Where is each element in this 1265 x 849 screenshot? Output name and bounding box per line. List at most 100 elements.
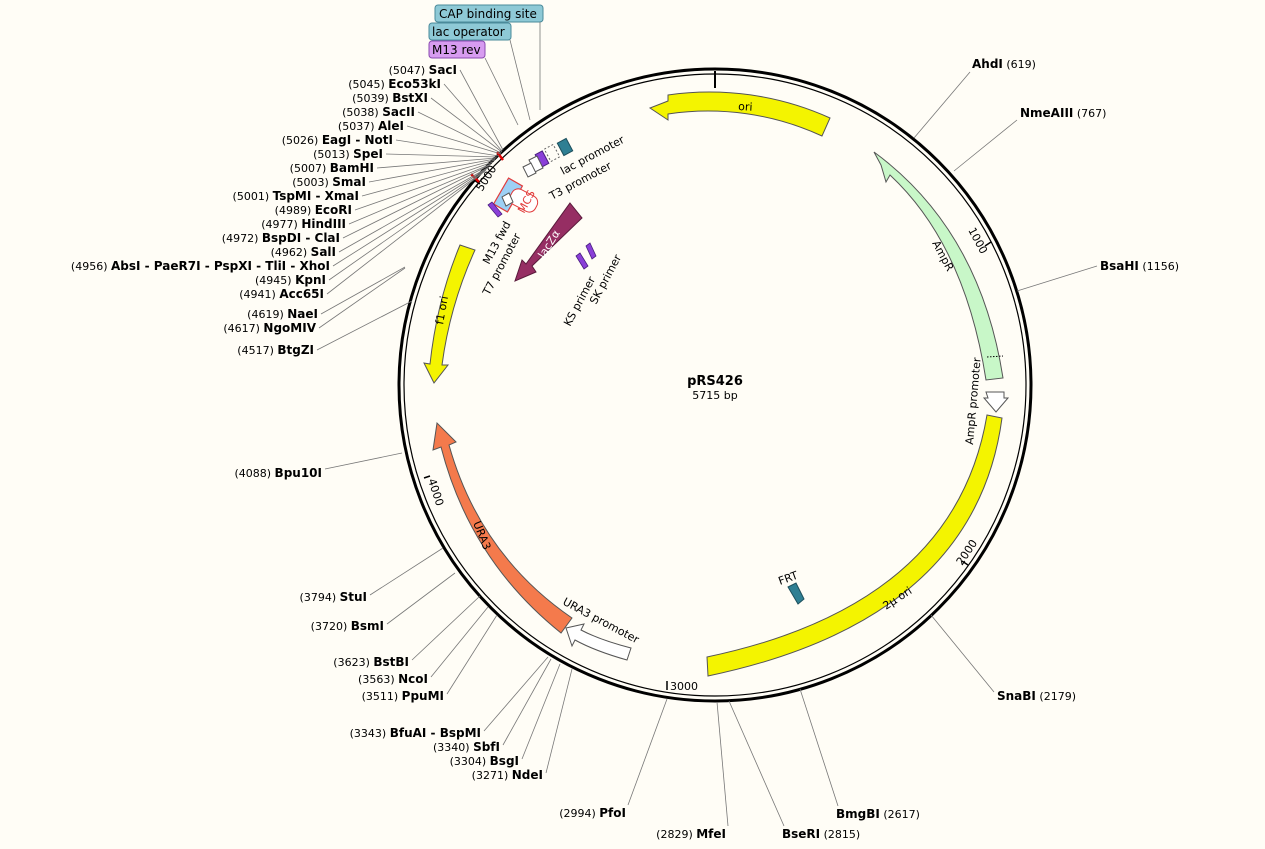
ura3-promoter-feature[interactable]: [565, 623, 632, 661]
site-label-spei: (5013) SpeI: [313, 147, 383, 161]
site-sbfi[interactable]: (3340) SbfI: [433, 658, 552, 754]
site-position: (3720): [311, 620, 351, 633]
lac-operator-tag[interactable]: [428, 22, 512, 41]
site-ahdi[interactable]: AhdI (619): [913, 57, 1036, 139]
site-stui[interactable]: (3794) StuI: [300, 547, 444, 604]
site-absi-paer7i-pspxi-tlii-xhoi[interactable]: (4956) AbsI - PaeR7I - PspXI - TliI - Xh…: [71, 167, 489, 273]
ura3-feature[interactable]: [432, 421, 573, 634]
ampr-feature[interactable]: [873, 151, 1004, 381]
site-label-ppumi: (3511) PpuMI: [362, 689, 444, 703]
site-ngomiv[interactable]: (4617) NgoMIV: [223, 267, 406, 335]
site-label-bspdi-clai: (4972) BspDI - ClaI: [222, 231, 340, 245]
site-label-bfuai-bspmi: (3343) BfuAI - BspMI: [350, 726, 481, 740]
site-name: Bpu10I: [275, 466, 322, 480]
f1-ori-feature[interactable]: [423, 244, 476, 384]
site-hindiii[interactable]: (4977) HindIII: [261, 163, 492, 231]
site-name: BsmI: [351, 619, 384, 633]
site-acc65i[interactable]: (4941) Acc65I: [239, 170, 486, 301]
site-bmgbi[interactable]: BmgBI (2617): [799, 688, 920, 821]
cap-binding-site-tag[interactable]: [434, 4, 544, 23]
site-smai[interactable]: (5003) SmaI: [292, 158, 496, 189]
site-bamhi[interactable]: (5007) BamHI: [290, 157, 497, 175]
site-ecori[interactable]: (4989) EcoRI: [275, 161, 494, 217]
site-name: PpuMI: [402, 689, 444, 703]
site-label-bseri: BseRI (2815): [782, 827, 860, 841]
site-leader-stui: [369, 547, 444, 596]
site-pfoi[interactable]: (2994) PfoI: [559, 698, 668, 820]
site-ncoi[interactable]: (3563) NcoI: [358, 606, 489, 686]
site-mfei[interactable]: (2829) MfeI: [656, 701, 729, 841]
site-snabi[interactable]: SnaBI (2179): [930, 614, 1076, 703]
site-label-acc65i: (4941) Acc65I: [239, 287, 324, 301]
m13rev-leader: [484, 57, 519, 126]
site-sacii[interactable]: (5038) SacII: [342, 105, 502, 154]
site-name: SalI: [311, 245, 336, 259]
lacza-feature[interactable]: [514, 202, 583, 282]
site-name: BstBI: [373, 655, 409, 669]
site-position: (4989): [275, 204, 315, 217]
site-bpu10i[interactable]: (4088) Bpu10I: [234, 452, 403, 480]
ori-feature[interactable]: [648, 91, 831, 137]
site-leader-bamhi: [376, 157, 497, 169]
site-ppumi[interactable]: (3511) PpuMI: [362, 614, 498, 703]
site-bsahi[interactable]: BsaHI (1156): [1016, 259, 1179, 292]
site-alei[interactable]: (5037) AleI: [338, 119, 502, 155]
lacop-leader: [509, 39, 531, 121]
site-saci[interactable]: (5047) SacI: [389, 63, 504, 151]
site-bseri[interactable]: BseRI (2815): [728, 700, 860, 841]
lac-operator-mark[interactable]: [556, 137, 574, 157]
site-name: SnaBI: [997, 689, 1036, 703]
site-ndei[interactable]: (3271) NdeI: [472, 668, 573, 782]
lac-operator-label: lac operator: [432, 25, 505, 39]
site-bsgi[interactable]: (3304) BsgI: [450, 663, 561, 768]
site-name: Acc65I: [279, 287, 324, 301]
site-label-bsgi: (3304) BsgI: [450, 754, 519, 768]
site-position: (4962): [271, 246, 311, 259]
site-name: HindIII: [301, 217, 346, 231]
ampr-promoter-feature[interactable]: [982, 391, 1010, 413]
site-name: BstXI: [392, 91, 428, 105]
site-nmeaiii[interactable]: NmeAIII (767): [953, 106, 1106, 172]
site-leader-hindiii: [348, 163, 492, 225]
site-label-ecori: (4989) EcoRI: [275, 203, 352, 217]
site-naei[interactable]: (4619) NaeI: [247, 266, 406, 321]
site-spei[interactable]: (5013) SpeI: [313, 147, 498, 161]
site-kpni[interactable]: (4945) KpnI: [255, 169, 487, 287]
site-position: (5003): [292, 176, 332, 189]
frt-feature[interactable]: [787, 582, 805, 605]
2u-ori-feature[interactable]: [706, 414, 1003, 677]
ks-primer-feature[interactable]: [575, 252, 589, 270]
t3-promoter-feature[interactable]: [522, 162, 537, 178]
site-tspmi-xmai[interactable]: (5001) TspMI - XmaI: [233, 159, 496, 203]
t7-promoter-feature[interactable]: [501, 192, 514, 207]
m13-rev-label: M13 rev: [432, 43, 481, 57]
site-position: (2994): [559, 807, 599, 820]
site-bfuai-bspmi[interactable]: (3343) BfuAI - BspMI: [350, 656, 549, 740]
site-bstbi[interactable]: (3623) BstBI: [333, 595, 481, 669]
site-eagi-noti[interactable]: (5026) EagI - NotI: [282, 133, 500, 157]
site-leader-ecori: [354, 161, 494, 211]
site-position: (5026): [282, 134, 322, 147]
ori-label: ori: [738, 100, 753, 114]
sk-primer-feature[interactable]: [585, 242, 597, 260]
site-name: AbsI - PaeR7I - PspXI - TliI - XhoI: [111, 259, 330, 273]
site-leader-snabi: [930, 614, 995, 693]
site-name: BtgZI: [277, 343, 314, 357]
site-btgzi[interactable]: (4517) BtgZI: [237, 300, 413, 357]
site-bstxi[interactable]: (5039) BstXI: [352, 91, 503, 153]
site-position: (3340): [433, 741, 473, 754]
site-sali[interactable]: (4962) SalI: [271, 166, 490, 259]
site-name: NcoI: [398, 672, 428, 686]
site-position: (3304): [450, 755, 490, 768]
site-name: NdeI: [512, 768, 543, 782]
site-bsmi[interactable]: (3720) BsmI: [311, 572, 456, 633]
site-bspdi-clai[interactable]: (4972) BspDI - ClaI: [222, 164, 491, 245]
m13-fwd-feature[interactable]: [487, 201, 503, 218]
site-label-bstxi: (5039) BstXI: [352, 91, 428, 105]
m13-rev-tag[interactable]: [428, 40, 486, 59]
site-position: (5039): [352, 92, 392, 105]
site-label-ngomiv: (4617) NgoMIV: [223, 321, 316, 335]
site-leader-absi-paer7i-pspxi-tlii-xhoi: [332, 167, 489, 267]
site-leader-bstbi: [411, 595, 481, 661]
site-eco53ki[interactable]: (5045) Eco53kI: [348, 77, 503, 152]
